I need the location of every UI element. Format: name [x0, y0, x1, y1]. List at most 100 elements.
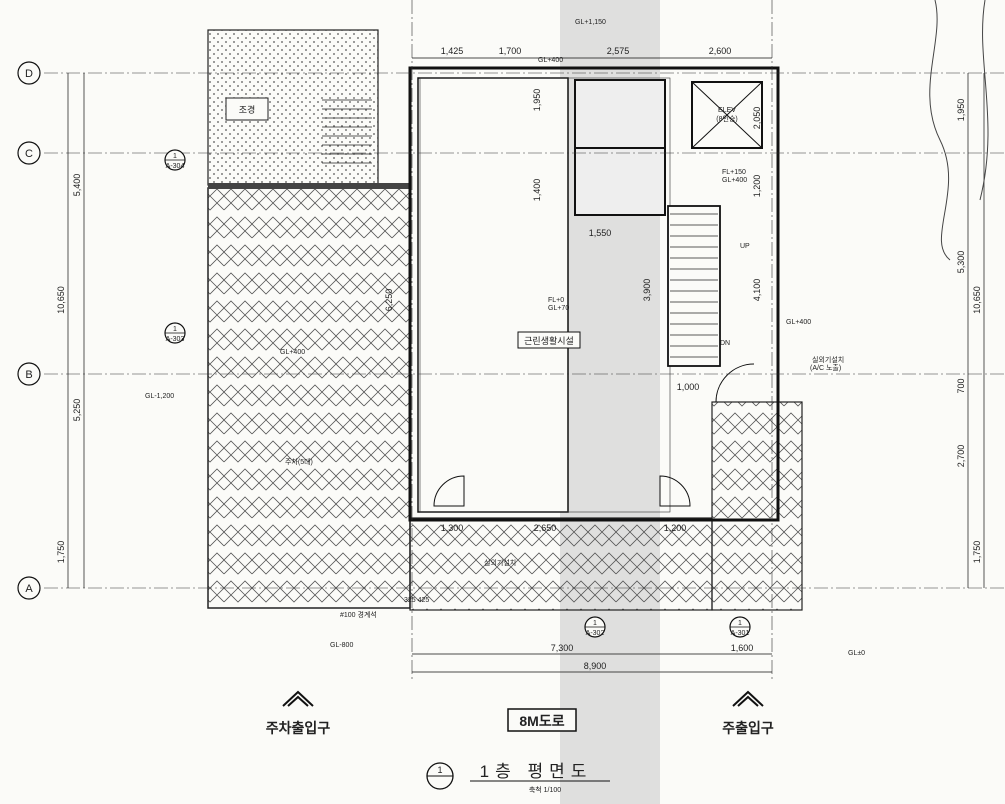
- interior-dim: 1,000: [677, 382, 700, 392]
- interior-dim: 1,950: [532, 89, 542, 112]
- section-number: 1: [738, 620, 742, 627]
- stair-up-label: UP: [740, 243, 750, 250]
- grid-bubble-b: [17, 362, 41, 386]
- landscape-stair: [322, 99, 372, 164]
- road-marker: 8M도로: [507, 708, 577, 732]
- section-ref: A-304: [166, 163, 185, 170]
- parking-entrance-arrow-icon: [282, 690, 314, 707]
- small-dim-note: 325 425: [404, 597, 429, 604]
- bottom-dim: 7,300: [551, 643, 574, 653]
- section-marker: 1A-304: [164, 149, 186, 171]
- elevator-capacity: (8인승): [716, 114, 737, 123]
- outdoor-unit-note-3: 실외기설치: [484, 558, 516, 567]
- stair-dn-label: DN: [720, 340, 730, 347]
- curb-note: #100 경계석: [340, 610, 377, 619]
- landscape-label: 조경: [239, 104, 256, 115]
- parking-edge: [208, 183, 410, 189]
- stair-treads: [670, 213, 718, 358]
- section-ref: A-303: [166, 336, 185, 343]
- interior-dim: 6,250: [384, 289, 394, 312]
- drawing-title-block: 1 1층 평면도 축척 1/100: [426, 762, 610, 794]
- grid-bubble-c: [17, 141, 41, 165]
- door-left: [433, 475, 465, 507]
- interior-dim: 1,550: [589, 228, 612, 238]
- left-dim: 1,750: [56, 541, 66, 564]
- main-room-label-box: [517, 331, 581, 349]
- main-room: [417, 77, 569, 513]
- road-label: 8M도로: [519, 713, 564, 729]
- right-dim: 1,750: [972, 541, 982, 564]
- grid-label-b: B: [25, 369, 32, 381]
- level-gl-minus-1200: GL-1,200: [145, 393, 174, 400]
- right-dim: 2,700: [956, 445, 966, 468]
- bottom-dim: 1,600: [731, 643, 754, 653]
- parking-entrance-marker: 주차출입구: [266, 690, 331, 736]
- section-number: 1: [173, 153, 177, 160]
- grid-label-d: D: [25, 68, 33, 80]
- parking-area: [207, 187, 411, 609]
- grid-bubble-d: [17, 61, 41, 85]
- level-fl-0: FL+0: [548, 297, 564, 304]
- level-gl-1150: GL+1,150: [575, 19, 606, 26]
- section-marker: 1A-303: [164, 322, 186, 344]
- level-gl-70: GL+70: [548, 305, 569, 312]
- grid-label-a: A: [25, 583, 33, 595]
- level-gl-minus-800: GL-800: [330, 642, 353, 649]
- interior-dim: 1,300: [441, 523, 464, 533]
- landscape-label-box: [225, 97, 269, 121]
- section-ref: A-301: [731, 630, 750, 637]
- section-number: 1: [173, 326, 177, 333]
- top-dim: 1,700: [499, 46, 522, 56]
- main-entrance-label: 주출입구: [722, 720, 774, 736]
- top-dim: 2,600: [709, 46, 732, 56]
- elevator-label: ELEV: [718, 107, 736, 114]
- right-dim: 10,650: [972, 286, 982, 314]
- right-dim: 700: [956, 378, 966, 393]
- grid-bubble-a: [17, 576, 41, 600]
- section-number: 1: [593, 620, 597, 627]
- left-dim: 5,400: [72, 174, 82, 197]
- level-gl-400-park: GL+400: [280, 349, 305, 356]
- left-dim: 5,250: [72, 399, 82, 422]
- drawing-scale: 축척 1/100: [529, 785, 561, 794]
- level-gl-400-mid: GL+400: [722, 177, 747, 184]
- outdoor-unit-note-2: (A/C 노출): [810, 363, 841, 372]
- interior-dim: 1,200: [752, 175, 762, 198]
- interior-dim: 2,650: [534, 523, 557, 533]
- drawing-number: 1: [437, 765, 442, 775]
- level-fl-150: FL+150: [722, 169, 746, 176]
- section-marker: 1A-301: [729, 616, 751, 638]
- drawing-title: 1층 평면도: [480, 762, 593, 781]
- grid-label-c: C: [25, 148, 33, 160]
- building-outline: [408, 66, 780, 522]
- interior-dim: 4,100: [752, 279, 762, 302]
- level-gl-400-right: GL+400: [786, 319, 811, 326]
- dimension-lines: 1,425 1,700 2,575 2,600 5,400 10,650 5,250 1,75…: [56, 46, 985, 673]
- interior-dim: 2,050: [752, 107, 762, 130]
- grid-lines: A B C D: [17, 0, 1005, 680]
- bottom-dim: 8,900: [584, 661, 607, 671]
- top-dim: 2,575: [607, 46, 630, 56]
- door-side: [715, 363, 755, 403]
- left-dim: 10,650: [56, 286, 66, 314]
- interior-dim: 1,400: [532, 179, 542, 202]
- section-marker: 1A-302: [584, 616, 606, 638]
- sketch-strokes: [929, 0, 951, 261]
- parking-entrance-label: 주차출입구: [266, 720, 331, 736]
- road-label-box: [507, 708, 577, 732]
- section-ref: A-302: [586, 630, 605, 637]
- door-right: [659, 475, 691, 507]
- right-dim: 1,950: [956, 99, 966, 122]
- main-entrance-marker: 주출입구: [722, 690, 774, 736]
- right-dim: 5,300: [956, 251, 966, 274]
- level-gl-400-top: GL+400: [538, 57, 563, 64]
- interior-dim: 1,200: [664, 523, 687, 533]
- side-paving: [711, 401, 803, 611]
- stairway: [667, 205, 721, 367]
- top-dim: 1,425: [441, 46, 464, 56]
- outdoor-unit-note: 실외기설치: [812, 355, 844, 364]
- main-entrance-arrow-icon: [732, 690, 764, 707]
- main-room-label: 근린생활시설: [524, 335, 574, 346]
